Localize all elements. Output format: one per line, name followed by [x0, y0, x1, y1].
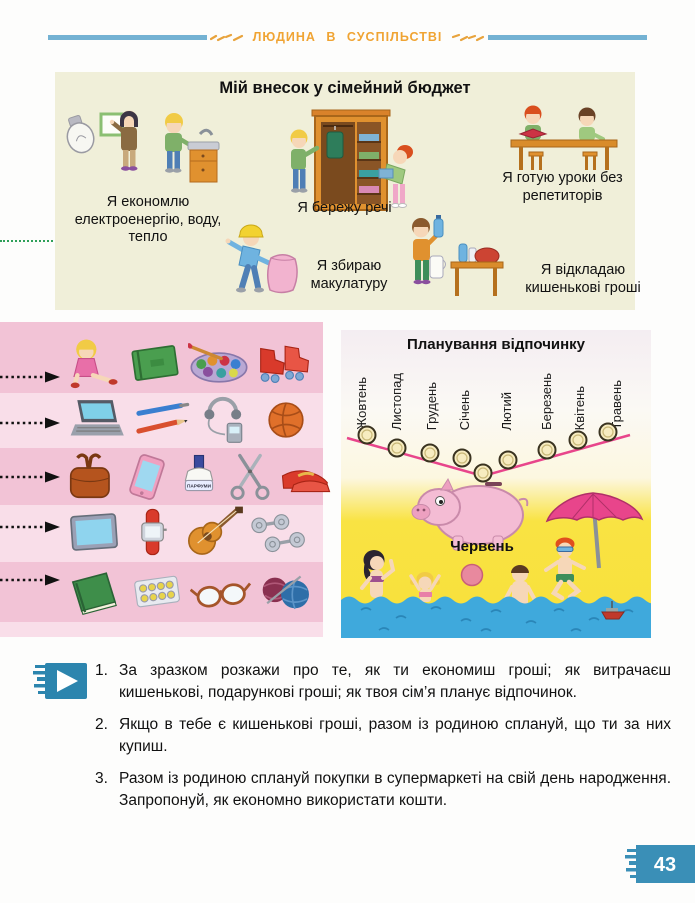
pen-pencil-icon [136, 402, 190, 434]
budget-caption: Я економлю електроенергію, воду, тепло [74, 194, 222, 246]
task-item: 1. За зразком розкажи про те, як ти екон… [95, 660, 671, 704]
dotted-arrow-icon [0, 574, 60, 586]
beach-scene [341, 492, 651, 638]
items-row [64, 334, 314, 392]
dotted-arrow-icon [0, 417, 60, 429]
coins-ramp-graphic [346, 422, 631, 551]
task-text: Разом із родиною сплануй покупки в супер… [119, 770, 671, 809]
page-number: 43 [654, 854, 676, 876]
pills-icon [134, 575, 180, 608]
shoes-icon [281, 470, 331, 493]
scissors-icon [230, 453, 270, 500]
wardrobe [311, 109, 391, 211]
energy-saving-scene [66, 110, 220, 183]
budget-caption: Я готую уроки без репетиторів [502, 170, 623, 204]
margin-dotted-line [0, 240, 57, 242]
yarn-icon [262, 575, 309, 610]
doll-icon [70, 339, 118, 389]
page-number-badge: 43 [625, 845, 695, 883]
homework-scene [510, 105, 618, 170]
phone-icon [129, 454, 165, 500]
wastepaper-scene [225, 224, 298, 294]
pocket-money-scene [412, 215, 504, 296]
table-with-bottles [450, 243, 504, 296]
task-item: 3. Разом із родиною сплануй покупки в су… [95, 768, 671, 812]
task-text: Якщо в тебе є кишенькові гроші, разом із… [119, 716, 671, 755]
june-label: Червень [450, 538, 514, 555]
dotted-arrow-icon [0, 471, 60, 483]
boy-figure [290, 129, 320, 193]
wave-marks [360, 606, 634, 632]
sink-cabinet [187, 128, 220, 183]
notebook-icon [131, 345, 179, 381]
vacation-panel-title: Планування відпочинку [406, 336, 586, 353]
book-icon [71, 572, 117, 616]
ball-icon [268, 402, 304, 438]
exercise-play-icon [33, 663, 87, 699]
perfume-label: ПАРФУМИ [187, 484, 212, 490]
items-row [64, 504, 306, 560]
boy-reading-figure [518, 105, 548, 140]
laptop-icon [70, 400, 124, 436]
light-bulb-icon [66, 114, 95, 154]
coin-detail [361, 426, 614, 479]
guitar-icon [188, 506, 243, 555]
player-headphones-icon [204, 396, 243, 443]
budget-caption: Я бережу речі [297, 200, 392, 216]
mother-figure [360, 550, 396, 598]
dotted-arrow-icon [0, 521, 60, 533]
dotted-arrow-icon [0, 371, 60, 383]
jumping-boy-figure [544, 537, 586, 601]
toy-boat-icon [601, 601, 625, 620]
glasses-icon [190, 582, 252, 608]
task-item: 2. Якщо в тебе є кишенькові гроші, разом… [95, 714, 671, 758]
vacation-planning-panel: Планування відпочинку Жовтень Листопад Г… [341, 330, 651, 638]
boy-with-bottle-figure [412, 215, 446, 285]
girl-figure [378, 145, 413, 208]
header-rule-right [488, 34, 647, 40]
woman-figure [109, 110, 138, 171]
chapter-title: ЛЮДИНА В СУСПІЛЬСТВІ [252, 30, 443, 44]
family-budget-panel: Мій внесок у сімейний бюджет [55, 72, 641, 310]
task-text: За зразком розкажи про те, як ти економи… [119, 662, 671, 701]
beach-umbrella-icon [545, 492, 644, 569]
budget-caption: Я збираю макулатуру [310, 258, 388, 292]
header-rule-left [48, 34, 207, 40]
items-row: ПАРФУМИ [64, 450, 334, 504]
sea-water [341, 596, 651, 638]
task-number: 1. [95, 662, 108, 679]
tablet-icon [70, 513, 118, 551]
girl-writing-figure [578, 107, 605, 141]
chairs [528, 151, 598, 170]
budget-caption: Я відкладаю кишенькові гроші [525, 262, 641, 296]
piggy-bank-icon [411, 477, 529, 551]
header-squiggle-icon [452, 33, 485, 42]
spending-panel: ПАРФУМИ [0, 322, 331, 637]
task-list: 1. За зразком розкажи про те, як ти екон… [95, 660, 671, 822]
dumbbells-icon [251, 514, 305, 553]
items-row [64, 562, 314, 620]
boy-at-sink-figure [165, 113, 193, 173]
header-squiggle-icon [209, 33, 243, 42]
handbag-icon [69, 453, 110, 499]
page-header: ЛЮДИНА В СУСПІЛЬСТВІ [48, 29, 647, 45]
items-row [64, 394, 314, 446]
row-stripe [0, 622, 323, 637]
task-number: 2. [95, 716, 108, 733]
beach-ball-icon [460, 563, 484, 587]
roller-skates-icon [260, 345, 310, 383]
perfume-icon: ПАРФУМИ [184, 454, 214, 492]
paper-sack [267, 254, 298, 294]
budget-panel-title: Мій внесок у сімейний бюджет [219, 79, 471, 97]
watch-icon [141, 508, 167, 556]
wardrobe-scene [290, 109, 413, 211]
boy-with-helmet-figure [225, 224, 272, 293]
paints-icon [188, 343, 248, 383]
girl-figure [409, 572, 441, 602]
task-number: 3. [95, 770, 108, 787]
coin-icon [357, 422, 618, 483]
desk [510, 139, 618, 170]
